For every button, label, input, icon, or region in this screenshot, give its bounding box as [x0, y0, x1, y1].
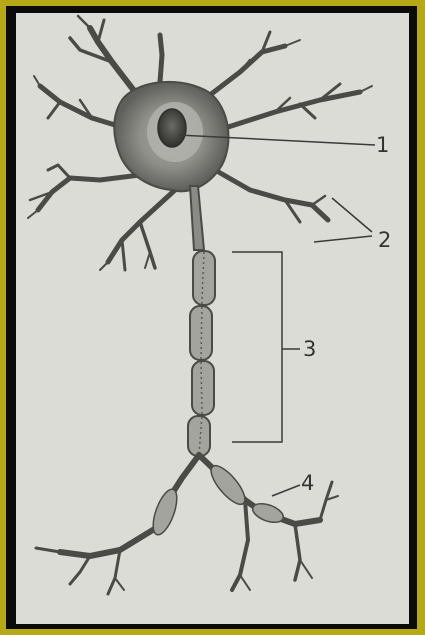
- bracket-3: [232, 252, 282, 442]
- leader-line-2b: [314, 236, 372, 242]
- label-2: 2: [378, 228, 391, 252]
- nucleus: [158, 109, 186, 147]
- axon-hillock: [190, 186, 204, 250]
- leader-line-4: [272, 485, 300, 496]
- leader-line-2a: [332, 198, 372, 232]
- label-3: 3: [303, 337, 316, 361]
- terminal-myelin: [148, 461, 285, 538]
- label-4: 4: [301, 471, 314, 495]
- axon-terminals: [36, 455, 338, 594]
- label-1: 1: [376, 133, 389, 157]
